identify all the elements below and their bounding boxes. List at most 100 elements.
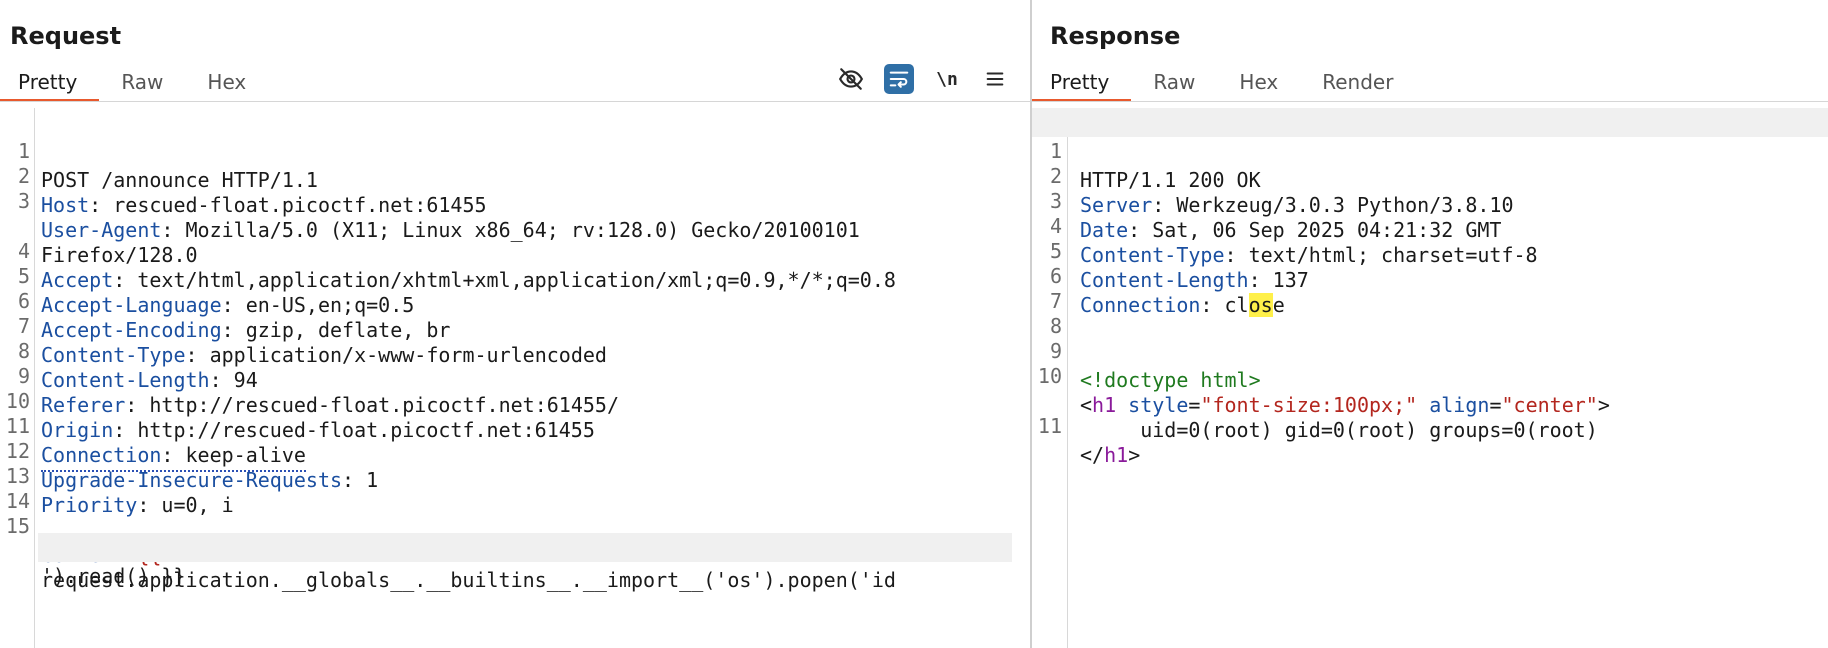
code-line: 13 Priority: u=0, i [0, 433, 1030, 517]
line-number: 5 [1049, 239, 1062, 263]
code-line: Firefox/128.0 [0, 183, 1030, 267]
pane-splitter[interactable] [1030, 0, 1032, 648]
payload-text: request.application.__globals__.__builti… [41, 568, 896, 592]
code-line: 7 [1032, 258, 1828, 313]
attr-eq: = [1188, 393, 1201, 417]
code-line: 3 User-Agent: Mozilla/5.0 (X11; Linux x8… [0, 158, 1030, 242]
tab-hex[interactable]: Hex [207, 70, 247, 94]
tab-render[interactable]: Render [1322, 70, 1394, 94]
tab-raw[interactable]: Raw [121, 70, 164, 94]
header-name: Connection [1080, 293, 1201, 317]
code-line: 10 <h1 style="font-size:100px;" align="c… [1032, 333, 1828, 417]
line-number: 8 [1049, 314, 1062, 338]
tab-pretty[interactable]: Pretty [1032, 64, 1132, 102]
tab-raw[interactable]: Raw [1153, 70, 1196, 94]
response-tabs: Pretty Raw Hex Render [1032, 64, 1415, 102]
header-value: : Mozilla/5.0 (X11; Linux x86_64; rv:128… [161, 218, 860, 242]
request-line: POST /announce HTTP/1.1 [41, 168, 318, 192]
line-number: 5 [17, 264, 30, 288]
code-line: 7 Content-Type: application/x-www-form-u… [0, 283, 1030, 367]
header-name: Accept-Encoding [41, 318, 222, 342]
header-name: Host [41, 193, 90, 217]
newline-icon[interactable]: \n [932, 64, 962, 94]
line-number: 11 [5, 414, 30, 438]
code-line: 5 Accept-Language: en-US,en;q=0.5 [0, 233, 1030, 317]
gutter-divider [34, 108, 35, 648]
header-value: : text/html; charset=utf-8 [1224, 243, 1538, 267]
line-number: 1 [1049, 139, 1062, 163]
attr-name: align [1417, 393, 1490, 417]
header-name: Server [1080, 193, 1153, 217]
header-value: : Sat, 06 Sep 2025 04:21:32 GMT [1128, 218, 1502, 242]
header-name: Upgrade-Insecure-Requests [41, 468, 343, 492]
header-name: Content-Type [1080, 243, 1225, 267]
command-output: uid=0(root) gid=0(root) groups=0(root) [1080, 418, 1598, 442]
line-number: 3 [1049, 189, 1062, 213]
line-number: 10 [1037, 364, 1062, 388]
header-name: Accept [41, 268, 114, 292]
line-number: 7 [1049, 289, 1062, 313]
request-pane: Request Pretty Raw Hex [0, 22, 1030, 648]
line-number: 3 [17, 189, 30, 213]
gutter-divider [1067, 108, 1068, 648]
code-line-current: 1 HTTP/1.1 200 OK [1032, 108, 1828, 192]
header-value: : text/html,application/xhtml+xml,applic… [113, 268, 896, 292]
eye-off-icon[interactable] [836, 64, 866, 94]
line-number: 6 [17, 289, 30, 313]
header-value: : 1 [342, 468, 379, 492]
line-number: 15 [5, 514, 30, 538]
line-number: 2 [17, 164, 30, 188]
code-line: 3 Date: Sat, 06 Sep 2025 04:21:32 GMT [1032, 158, 1828, 242]
code-line: 6 Accept-Encoding: gzip, deflate, br [0, 258, 1030, 342]
tag-name: h1 [1092, 393, 1117, 417]
code-line: 10 Origin: http://rescued-float.picoctf.… [0, 358, 1030, 442]
header-name: Origin [41, 418, 114, 442]
header-value: : cl [1200, 293, 1249, 317]
header-value: : http://rescued-float.picoctf.net:61455 [113, 418, 595, 442]
tag-bracket: > [1597, 393, 1610, 417]
code-line: 14 [0, 458, 1030, 513]
tag-bracket: > [1128, 443, 1141, 467]
line-number: 11 [1037, 414, 1062, 438]
search-highlight: os [1248, 293, 1273, 317]
response-pane: Response Pretty Raw Hex Render 1 HTTP/1.… [1032, 0, 1828, 648]
header-name: Content-Type [41, 343, 186, 367]
attr-name: style [1116, 393, 1189, 417]
header-name: Accept-Language [41, 293, 222, 317]
wrap-icon[interactable] [884, 64, 914, 94]
code-line: 4 Accept: text/html,application/xhtml+xm… [0, 208, 1030, 292]
newline-label: \n [936, 68, 958, 90]
attr-value: "font-size:100px;" [1200, 393, 1418, 417]
header-name: Referer [41, 393, 126, 417]
code-line-current: ').read() }} [38, 533, 1012, 588]
response-editor[interactable]: 1 HTTP/1.1 200 OK 2 Server: Werkzeug/3.0… [1032, 108, 1828, 648]
header-value: : en-US,en;q=0.5 [221, 293, 415, 317]
line-number: 7 [17, 314, 30, 338]
code-line: request.application.__globals__.__builti… [0, 508, 1030, 592]
header-value: : 94 [209, 368, 258, 392]
tab-divider [1032, 101, 1828, 102]
line-number: 14 [5, 489, 30, 513]
request-editor[interactable]: 1 POST /announce HTTP/1.1 2 Host: rescue… [0, 108, 1030, 648]
code-line: 1 POST /announce HTTP/1.1 [0, 108, 1030, 192]
line-number: 12 [5, 439, 30, 463]
menu-icon[interactable] [980, 64, 1010, 94]
payload-text: ').read() }} [41, 564, 186, 588]
line-number: 13 [5, 464, 30, 488]
tab-hex[interactable]: Hex [1239, 70, 1279, 94]
tab-pretty[interactable]: Pretty [0, 64, 100, 102]
header-value: : application/x-www-form-urlencoded [185, 343, 607, 367]
tag-name: h1 [1104, 443, 1129, 467]
line-number: 8 [17, 339, 30, 363]
code-line: 6 Connection: close [1032, 233, 1828, 317]
request-toolbar: \n [836, 63, 1010, 95]
header-value: : gzip, deflate, br [221, 318, 451, 342]
code-line: 9 <!doctype html> [1032, 308, 1828, 392]
code-line: 11 </h1> [1032, 383, 1828, 467]
code-line: 4 Content-Type: text/html; charset=utf-8 [1032, 183, 1828, 267]
header-name: Date [1080, 218, 1129, 242]
status-line: HTTP/1.1 200 OK [1080, 168, 1261, 192]
code-line: 12 Upgrade-Insecure-Requests: 1 [0, 408, 1030, 492]
request-tabs: Pretty Raw Hex [0, 64, 268, 102]
request-title: Request [10, 22, 122, 50]
